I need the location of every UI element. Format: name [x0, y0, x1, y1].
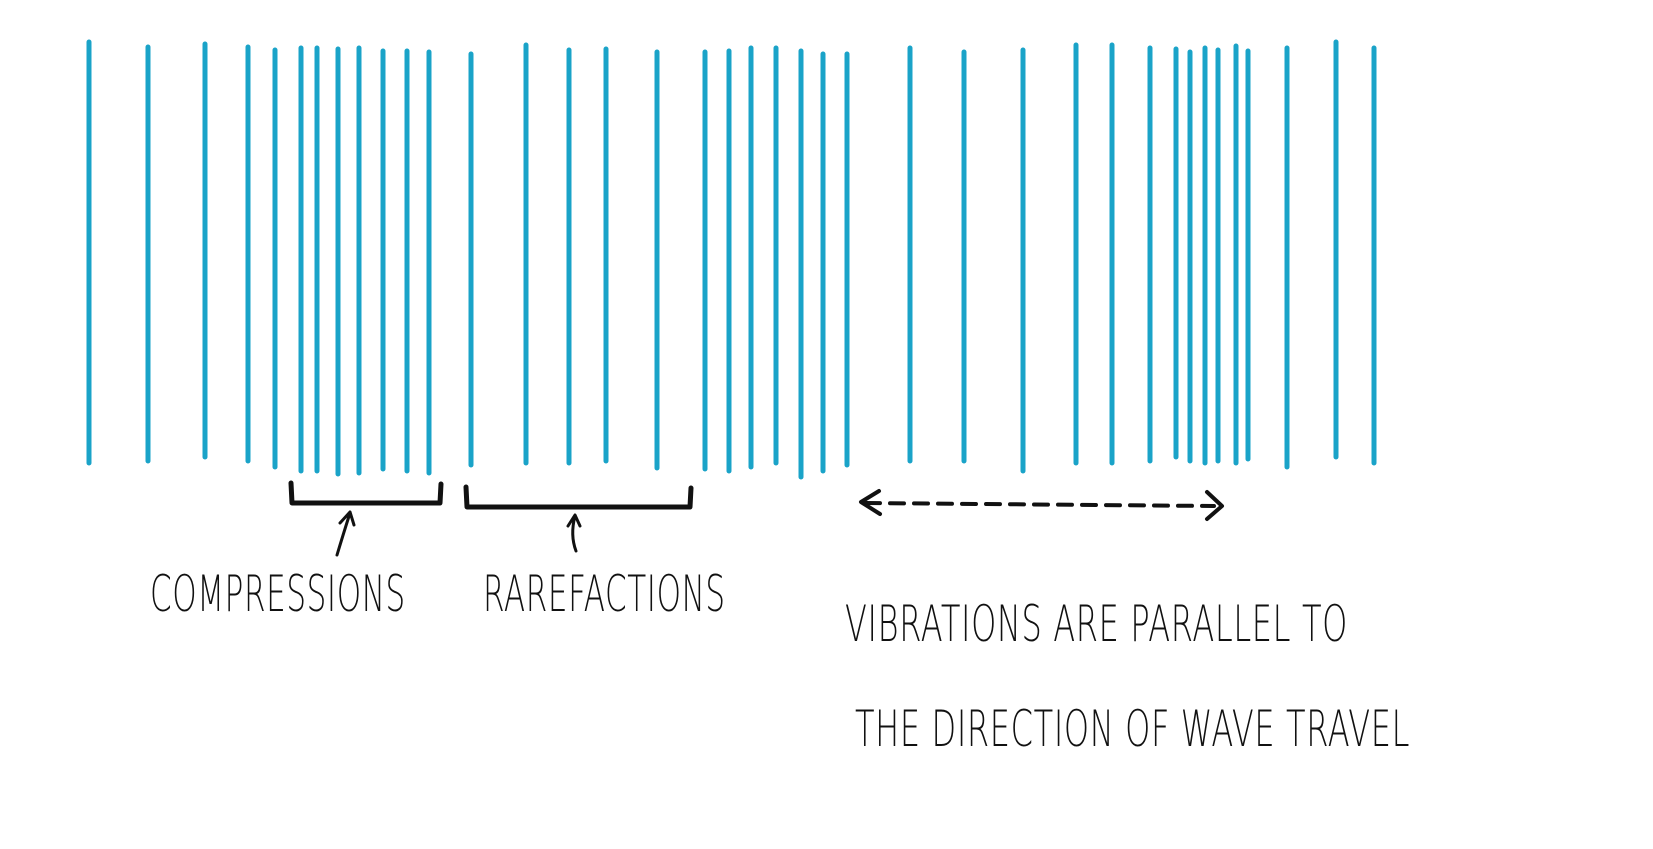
caption-line-1: VIBRATIONS ARE PARALLEL TO — [845, 595, 1348, 653]
rarefactions-pointer-arrow — [566, 513, 582, 553]
compressions-bracket — [288, 480, 444, 506]
caption-line-2: THE DIRECTION OF WAVE TRAVEL — [855, 700, 1411, 758]
compressions-label: COMPRESSIONS — [150, 565, 406, 623]
rarefactions-label: RAREFACTIONS — [483, 565, 726, 623]
rarefactions-bracket — [463, 484, 694, 510]
wave-lines — [86, 39, 1377, 480]
compressions-pointer-arrow — [335, 510, 356, 557]
double-headed-dashed-arrow-icon — [859, 489, 1224, 521]
